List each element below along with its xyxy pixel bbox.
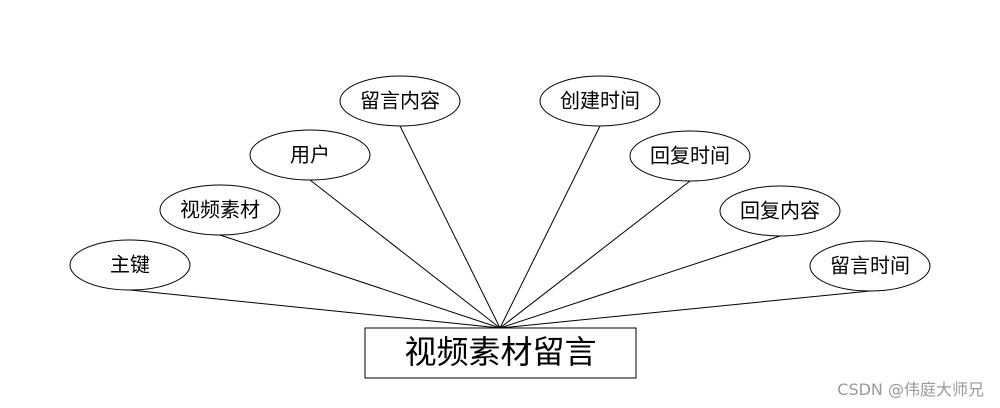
- attribute-label: 创建时间: [560, 89, 640, 113]
- connector-line: [129, 289, 501, 329]
- attribute-ellipse: [159, 184, 281, 236]
- connector-line: [499, 290, 871, 329]
- entity-box: [364, 327, 637, 379]
- watermark: CSDN @伟庭大师兄: [837, 380, 984, 399]
- attribute-label: 用户: [290, 143, 330, 167]
- entity-label: 视频素材留言: [404, 333, 596, 371]
- connector-line: [499, 180, 691, 329]
- attribute-node: 主键: [69, 239, 191, 291]
- attribute-ellipse: [69, 239, 191, 291]
- attribute-node: 创建时间: [539, 75, 661, 127]
- connector-line: [499, 125, 601, 329]
- attribute-node: 用户: [249, 129, 371, 181]
- attribute-node: 留言内容: [339, 75, 461, 127]
- attribute-node: 回复内容: [719, 185, 841, 237]
- connector-line: [219, 234, 501, 329]
- connector-line: [499, 235, 781, 329]
- attribute-node: 视频素材: [159, 184, 281, 236]
- attribute-ellipse: [629, 130, 751, 182]
- attribute-ellipse: [249, 129, 371, 181]
- connector-line: [399, 125, 501, 329]
- attribute-node: 回复时间: [629, 130, 751, 182]
- attribute-label: 留言内容: [360, 89, 440, 113]
- entity-node: 视频素材留言: [364, 327, 637, 379]
- attribute-label: 回复时间: [650, 144, 730, 168]
- attribute-ellipse: [539, 75, 661, 127]
- connector-lines: [129, 125, 871, 329]
- attribute-ellipse: [809, 240, 931, 292]
- attribute-label: 回复内容: [740, 199, 820, 223]
- attribute-ellipse: [339, 75, 461, 127]
- attribute-node: 留言时间: [809, 240, 931, 292]
- attribute-ellipse: [719, 185, 841, 237]
- connector-line: [309, 179, 501, 329]
- attribute-label: 主键: [110, 253, 150, 277]
- attribute-label: 留言时间: [830, 254, 910, 278]
- attribute-label: 视频素材: [180, 198, 260, 222]
